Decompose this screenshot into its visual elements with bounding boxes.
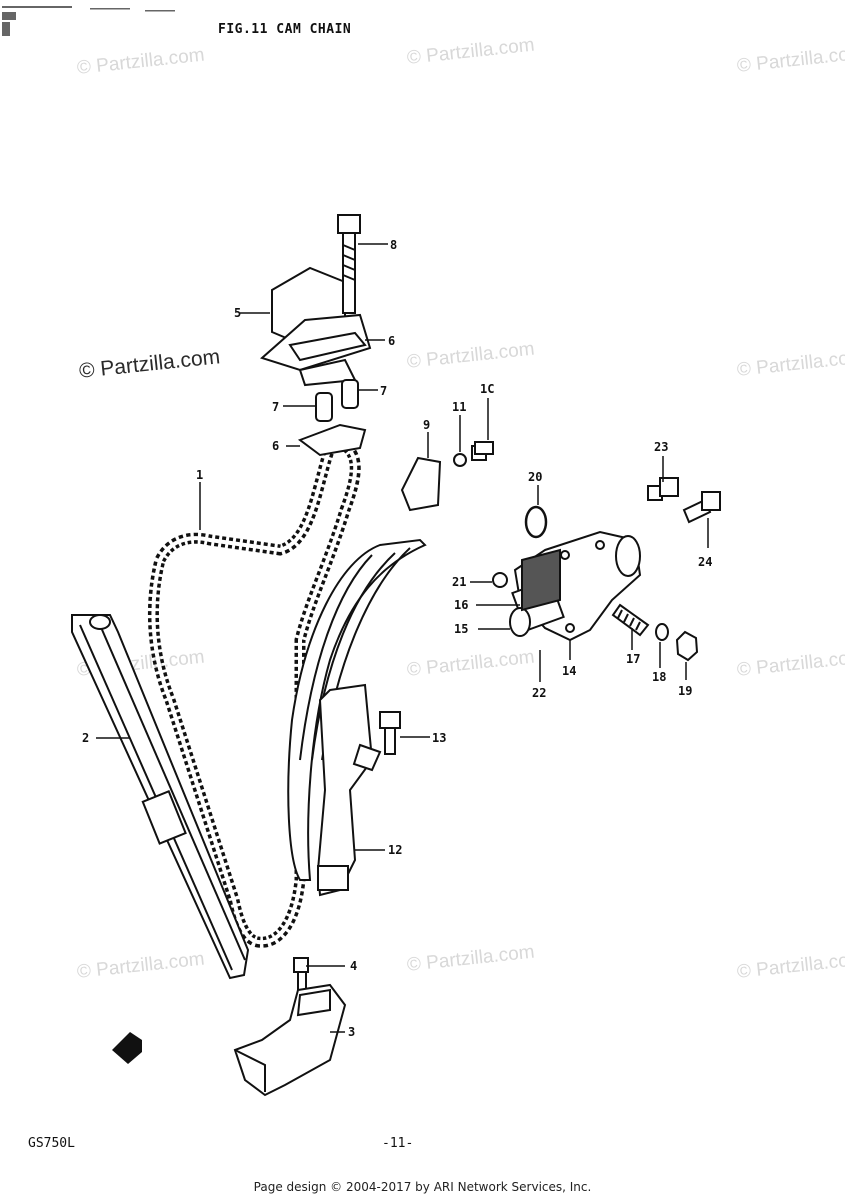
callout-9: 9 bbox=[423, 418, 431, 432]
chain-tensioner-blade bbox=[287, 538, 427, 897]
bolt-8 bbox=[337, 214, 361, 314]
callout-2: 2 bbox=[82, 731, 90, 745]
callout-10: 1C bbox=[480, 382, 495, 396]
lower-guide-3 bbox=[233, 983, 347, 1097]
callout-21: 21 bbox=[452, 575, 467, 589]
nut-21 bbox=[492, 572, 508, 588]
scan-noise bbox=[2, 6, 175, 36]
bolt-23 bbox=[647, 477, 679, 501]
callout-11: 11 bbox=[452, 400, 467, 414]
callout-16: 16 bbox=[454, 598, 469, 612]
bolt-10 bbox=[471, 441, 494, 461]
model-code: GS750L bbox=[28, 1136, 75, 1151]
callout-7: 7 bbox=[380, 384, 388, 398]
callout-8: 8 bbox=[390, 238, 398, 252]
spacers-7 bbox=[315, 379, 359, 422]
spring-17 bbox=[611, 603, 650, 637]
plate-6-lower bbox=[297, 423, 367, 457]
callout-13: 13 bbox=[432, 731, 447, 745]
callout-3: 3 bbox=[348, 1025, 356, 1039]
page-number: -11- bbox=[382, 1136, 414, 1151]
tensioner-assembly-14 bbox=[509, 530, 642, 642]
leader-lines bbox=[96, 243, 709, 1033]
washer-18 bbox=[655, 623, 669, 641]
callout-5: 5 bbox=[234, 306, 242, 320]
callout-12: 12 bbox=[388, 843, 403, 857]
callout-18: 18 bbox=[652, 670, 667, 684]
callout-17: 17 bbox=[626, 652, 641, 666]
callout-19: 19 bbox=[678, 684, 693, 698]
callout-24: 24 bbox=[698, 555, 713, 569]
callout-4: 4 bbox=[350, 959, 358, 973]
callout-23: 23 bbox=[654, 440, 669, 454]
bolt-13 bbox=[352, 711, 401, 772]
plate-6-upper bbox=[288, 331, 367, 362]
callout-20: 20 bbox=[528, 470, 543, 484]
callout-6: 6 bbox=[272, 439, 280, 453]
washer-11 bbox=[453, 453, 467, 467]
guide-9 bbox=[400, 456, 442, 512]
callout-14: 14 bbox=[562, 664, 577, 678]
upper-chain-guide bbox=[260, 266, 372, 387]
o-ring-20 bbox=[524, 505, 548, 539]
nut-19 bbox=[675, 630, 699, 662]
chain-guide-rear bbox=[71, 614, 250, 980]
bolt-24 bbox=[682, 491, 721, 524]
callout-6: 6 bbox=[388, 334, 396, 348]
callout-15: 15 bbox=[454, 622, 469, 636]
front-arrow-icon bbox=[112, 1032, 142, 1064]
callout-1: 1 bbox=[196, 468, 204, 482]
copyright-credit: Page design © 2004-2017 by ARI Network S… bbox=[253, 1180, 592, 1194]
callout-7: 7 bbox=[272, 400, 280, 414]
bolt-4 bbox=[293, 957, 309, 991]
figure-title: FIG.11 CAM CHAIN bbox=[218, 22, 352, 37]
callout-22: 22 bbox=[532, 686, 547, 700]
